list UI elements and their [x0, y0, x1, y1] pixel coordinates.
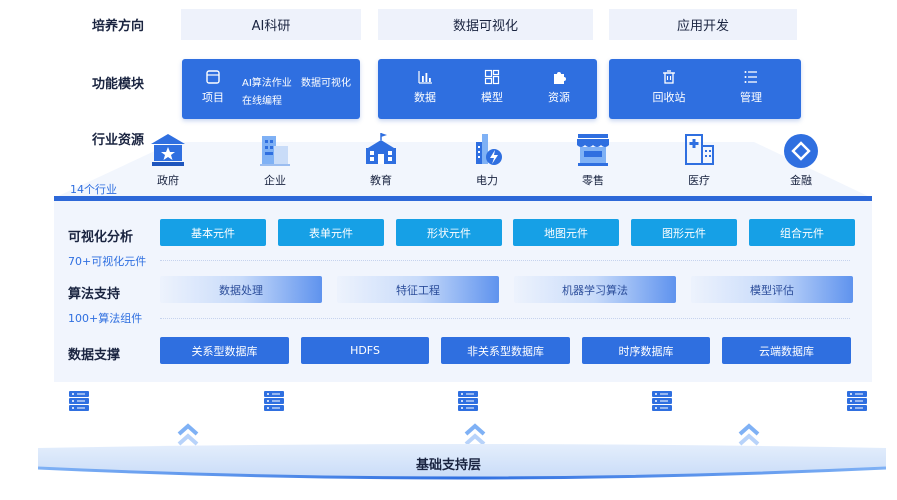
module-manage-label: 管理 — [740, 91, 762, 104]
module-project-label: 项目 — [202, 91, 224, 104]
server-icon — [264, 391, 284, 411]
industry-government-label: 政府 — [157, 174, 179, 187]
server-icon — [847, 391, 867, 411]
base-layer-shape — [38, 444, 886, 480]
module-resources-label: 资源 — [548, 91, 570, 104]
trash-icon — [663, 70, 675, 84]
government-icon — [151, 134, 185, 166]
enterprise-icon — [260, 136, 290, 166]
up-arrow-icon — [738, 423, 760, 446]
up-arrow-icon — [177, 423, 199, 446]
module-link-ai-homework[interactable]: AI算法作业 — [242, 78, 292, 89]
module-manage[interactable]: 管理 — [726, 69, 776, 105]
module-data[interactable]: 数据 — [400, 69, 450, 105]
alg-item-feature-engineering[interactable]: 特征工程 — [337, 276, 499, 303]
alg-item-data-processing[interactable]: 数据处理 — [160, 276, 322, 303]
tier-data-label: 数据支撑 — [68, 348, 121, 363]
module-recycle-bin[interactable]: 回收站 — [644, 69, 694, 105]
tier-algorithm-label: 算法支持 — [68, 287, 121, 302]
goals-row-label: 培养方向 — [92, 19, 145, 34]
server-icon — [652, 391, 672, 411]
finance-icon — [784, 134, 818, 168]
vis-item-form[interactable]: 表单元件 — [278, 219, 384, 246]
module-recycle-bin-label: 回收站 — [652, 91, 686, 104]
resources-row-label: 行业资源 — [92, 133, 145, 148]
module-model-label: 模型 — [481, 91, 503, 104]
up-arrow-icon — [464, 423, 486, 446]
vis-item-map[interactable]: 地图元件 — [513, 219, 619, 246]
store-icon — [577, 134, 609, 166]
hospital-icon — [685, 134, 714, 165]
db-item-hdfs[interactable]: HDFS — [301, 337, 429, 364]
modules-row-label: 功能模块 — [92, 77, 145, 92]
industry-finance-label: 金融 — [790, 174, 812, 187]
industry-education[interactable]: 教育 — [351, 132, 411, 188]
db-item-cloud[interactable]: 云端数据库 — [722, 337, 851, 364]
module-box-project: 项目 AI算法作业 数据可视化 在线编程 — [182, 59, 360, 119]
module-box-data: 数据 模型 资源 — [378, 59, 597, 119]
industry-retail[interactable]: 零售 — [563, 132, 623, 188]
module-resources[interactable]: 资源 — [534, 69, 584, 105]
alg-item-machine-learning[interactable]: 机器学习算法 — [514, 276, 676, 303]
vis-item-shape[interactable]: 形状元件 — [396, 219, 502, 246]
alg-component-count: 100+算法组件 — [68, 312, 143, 325]
db-item-relational[interactable]: 关系型数据库 — [160, 337, 289, 364]
industry-count: 14个行业 — [70, 183, 117, 196]
list-icon — [744, 71, 757, 83]
module-box-manage: 回收站 管理 — [609, 59, 801, 119]
goal-data-visualization[interactable]: 数据可视化 — [378, 9, 593, 40]
industry-government[interactable]: 政府 — [138, 132, 198, 188]
school-icon — [366, 133, 396, 164]
goal-ai-research[interactable]: AI科研 — [181, 9, 361, 40]
tier-visualization-label: 可视化分析 — [68, 230, 134, 245]
divider — [160, 318, 850, 319]
vis-component-count: 70+可视化元件 — [68, 255, 147, 268]
industry-enterprise[interactable]: 企业 — [245, 132, 305, 188]
vis-item-graphic[interactable]: 图形元件 — [631, 219, 737, 246]
goal-app-development[interactable]: 应用开发 — [609, 9, 797, 40]
module-link-data-vis[interactable]: 数据可视化 — [300, 78, 351, 89]
industry-power-label: 电力 — [476, 174, 498, 187]
power-icon — [476, 134, 502, 165]
bar-chart-icon — [418, 71, 432, 84]
industry-power[interactable]: 电力 — [457, 132, 517, 188]
vis-item-basic[interactable]: 基本元件 — [160, 219, 266, 246]
module-model[interactable]: 模型 — [467, 69, 517, 105]
db-item-nosql[interactable]: 非关系型数据库 — [441, 337, 570, 364]
panel-top-bar — [54, 196, 872, 201]
puzzle-icon — [554, 72, 566, 84]
vis-item-combo[interactable]: 组合元件 — [749, 219, 855, 246]
db-item-timeseries[interactable]: 时序数据库 — [582, 337, 710, 364]
project-icon — [206, 70, 220, 84]
alg-item-model-evaluation[interactable]: 模型评估 — [691, 276, 853, 303]
module-project[interactable]: 项目 — [188, 69, 238, 105]
server-icon — [69, 391, 89, 411]
industry-finance[interactable]: 金融 — [771, 132, 831, 188]
industry-retail-label: 零售 — [582, 174, 604, 187]
module-data-label: 数据 — [414, 91, 436, 104]
industry-enterprise-label: 企业 — [264, 174, 286, 187]
industry-medical-label: 医疗 — [688, 174, 710, 187]
module-link-online-coding[interactable]: 在线编程 — [242, 96, 282, 107]
server-icon — [458, 391, 478, 411]
industry-backdrop — [54, 142, 872, 198]
industry-education-label: 教育 — [370, 174, 392, 187]
base-support-layer-label: 基础支持层 — [415, 458, 481, 473]
industry-medical[interactable]: 医疗 — [669, 132, 729, 188]
model-grid-icon — [484, 69, 500, 85]
divider — [160, 260, 850, 261]
